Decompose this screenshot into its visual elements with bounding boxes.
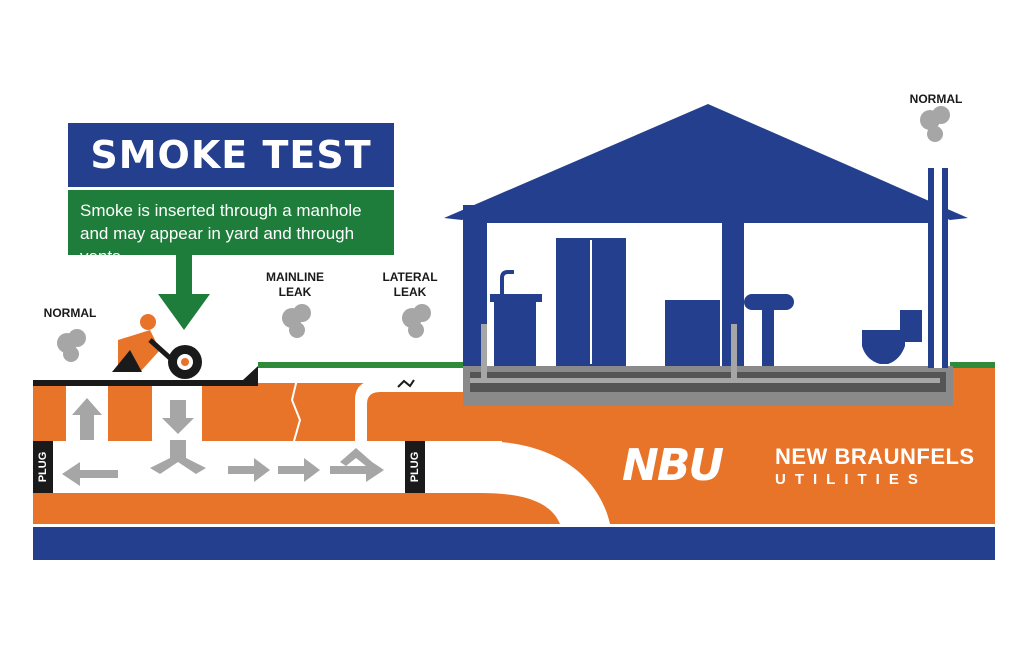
- sink-counter: [490, 294, 542, 302]
- lateral-riser: [355, 380, 465, 441]
- plug-right-shape: [405, 441, 425, 493]
- ground-slope: [243, 366, 258, 386]
- road-right: [950, 368, 995, 384]
- kitchen-sink: [494, 298, 536, 366]
- ground-surface: [33, 380, 243, 386]
- mainline-crack: [290, 374, 302, 442]
- label-lateral-leak-line2: LEAK: [393, 285, 427, 299]
- label-plug-right: PLUG: [409, 451, 421, 483]
- toilet-tank: [900, 310, 922, 342]
- page-title: SMOKE TEST: [68, 123, 394, 187]
- label-mainline-leak-line1: MAINLINE: [266, 270, 324, 284]
- label-normal-left: NORMAL: [43, 306, 97, 320]
- label-normal-right: NORMAL: [909, 92, 963, 106]
- washer: [665, 300, 720, 366]
- description: Smoke is inserted through a manhole and …: [68, 190, 394, 266]
- sewer-main-pipe: [52, 441, 502, 493]
- label-plug-left: PLUG: [37, 451, 49, 483]
- smoke-clouds: [57, 106, 950, 362]
- nbu-logo: NBU: [622, 440, 724, 491]
- worker-icon: [112, 314, 172, 372]
- vent-stack-inner: [934, 168, 942, 368]
- grass-left: [258, 362, 463, 368]
- pipe-curve: [480, 441, 610, 524]
- faucet: [500, 270, 514, 294]
- bottom-band: [33, 527, 995, 560]
- toilet-bowl: [862, 330, 905, 364]
- green-arrow-stem: [176, 255, 192, 295]
- interior-arrows: [470, 324, 940, 383]
- green-arrow-head: [158, 294, 210, 330]
- brand-name: NEW BRAUNFELS: [775, 444, 975, 469]
- label-lateral-leak-line1: LATERAL: [382, 270, 438, 284]
- pipe-arrows: [62, 398, 384, 486]
- house-wall-mid: [722, 218, 744, 368]
- sink-pedestal: [762, 308, 774, 366]
- house-roof-body: [480, 112, 930, 210]
- plug-left-shape: [33, 441, 53, 493]
- grass-right: [950, 362, 995, 368]
- bath-sink: [744, 294, 794, 310]
- brand-subtitle: UTILITIES: [775, 471, 927, 488]
- label-mainline-leak-line2: LEAK: [278, 285, 312, 299]
- lateral-crack: [397, 379, 415, 388]
